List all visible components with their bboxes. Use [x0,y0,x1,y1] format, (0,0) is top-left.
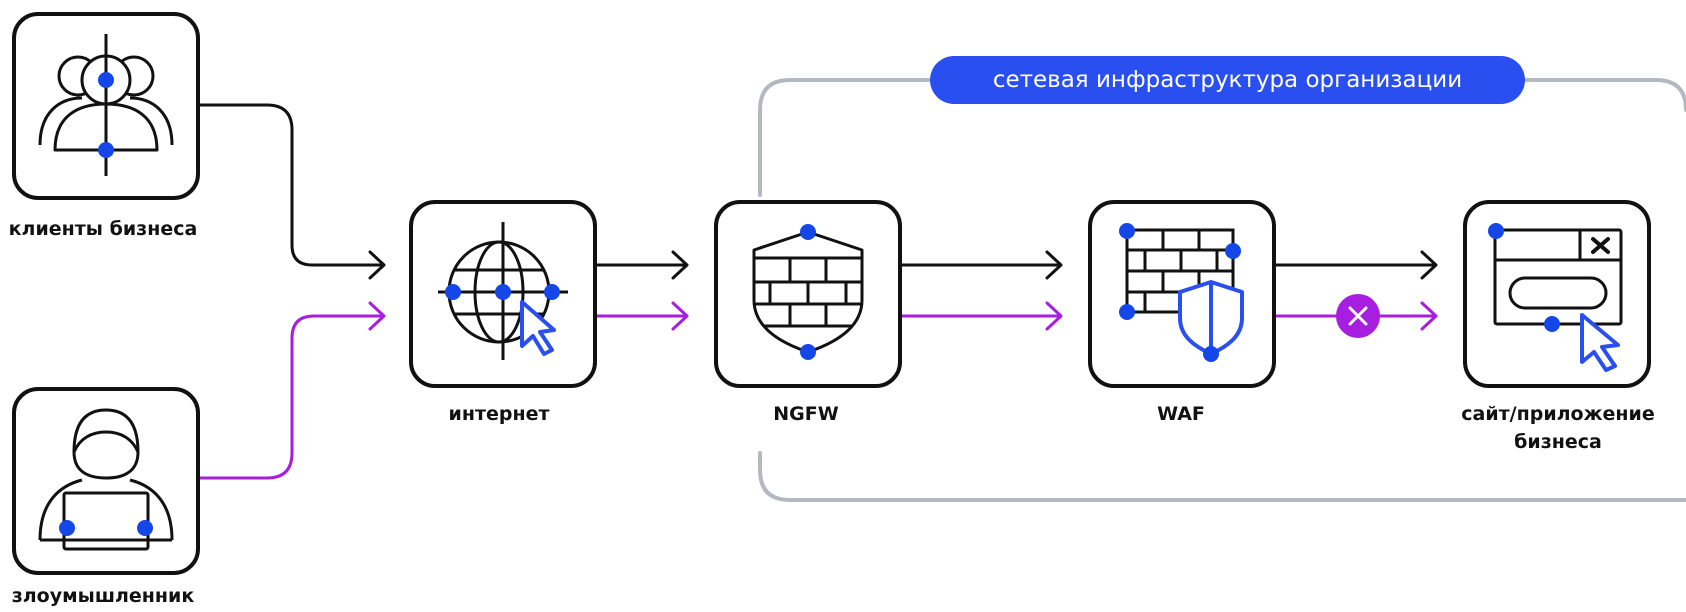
ngfw-node [714,200,902,388]
site-node [1463,200,1651,388]
attacker-label: злоумышленник [11,585,195,607]
infrastructure-label: сетевая инфраструктура организации [930,56,1525,104]
internet-node [409,200,597,388]
legitimate-flow [197,103,1438,280]
brick-wall-icon [1125,228,1235,314]
site-label: сайт/приложение бизнеса [1461,403,1655,453]
ngfw-label: NGFW [773,403,839,425]
internet-label: интернет [448,403,550,425]
attacker-node [12,387,200,575]
cursor-icon [1580,313,1620,372]
block-x-icon [1336,294,1380,338]
clients-label: клиенты бизнеса [8,218,198,240]
waf-node [1088,200,1276,388]
waf-label: WAF [1157,403,1205,425]
clients-node [12,12,200,200]
cursor-icon [520,300,556,356]
